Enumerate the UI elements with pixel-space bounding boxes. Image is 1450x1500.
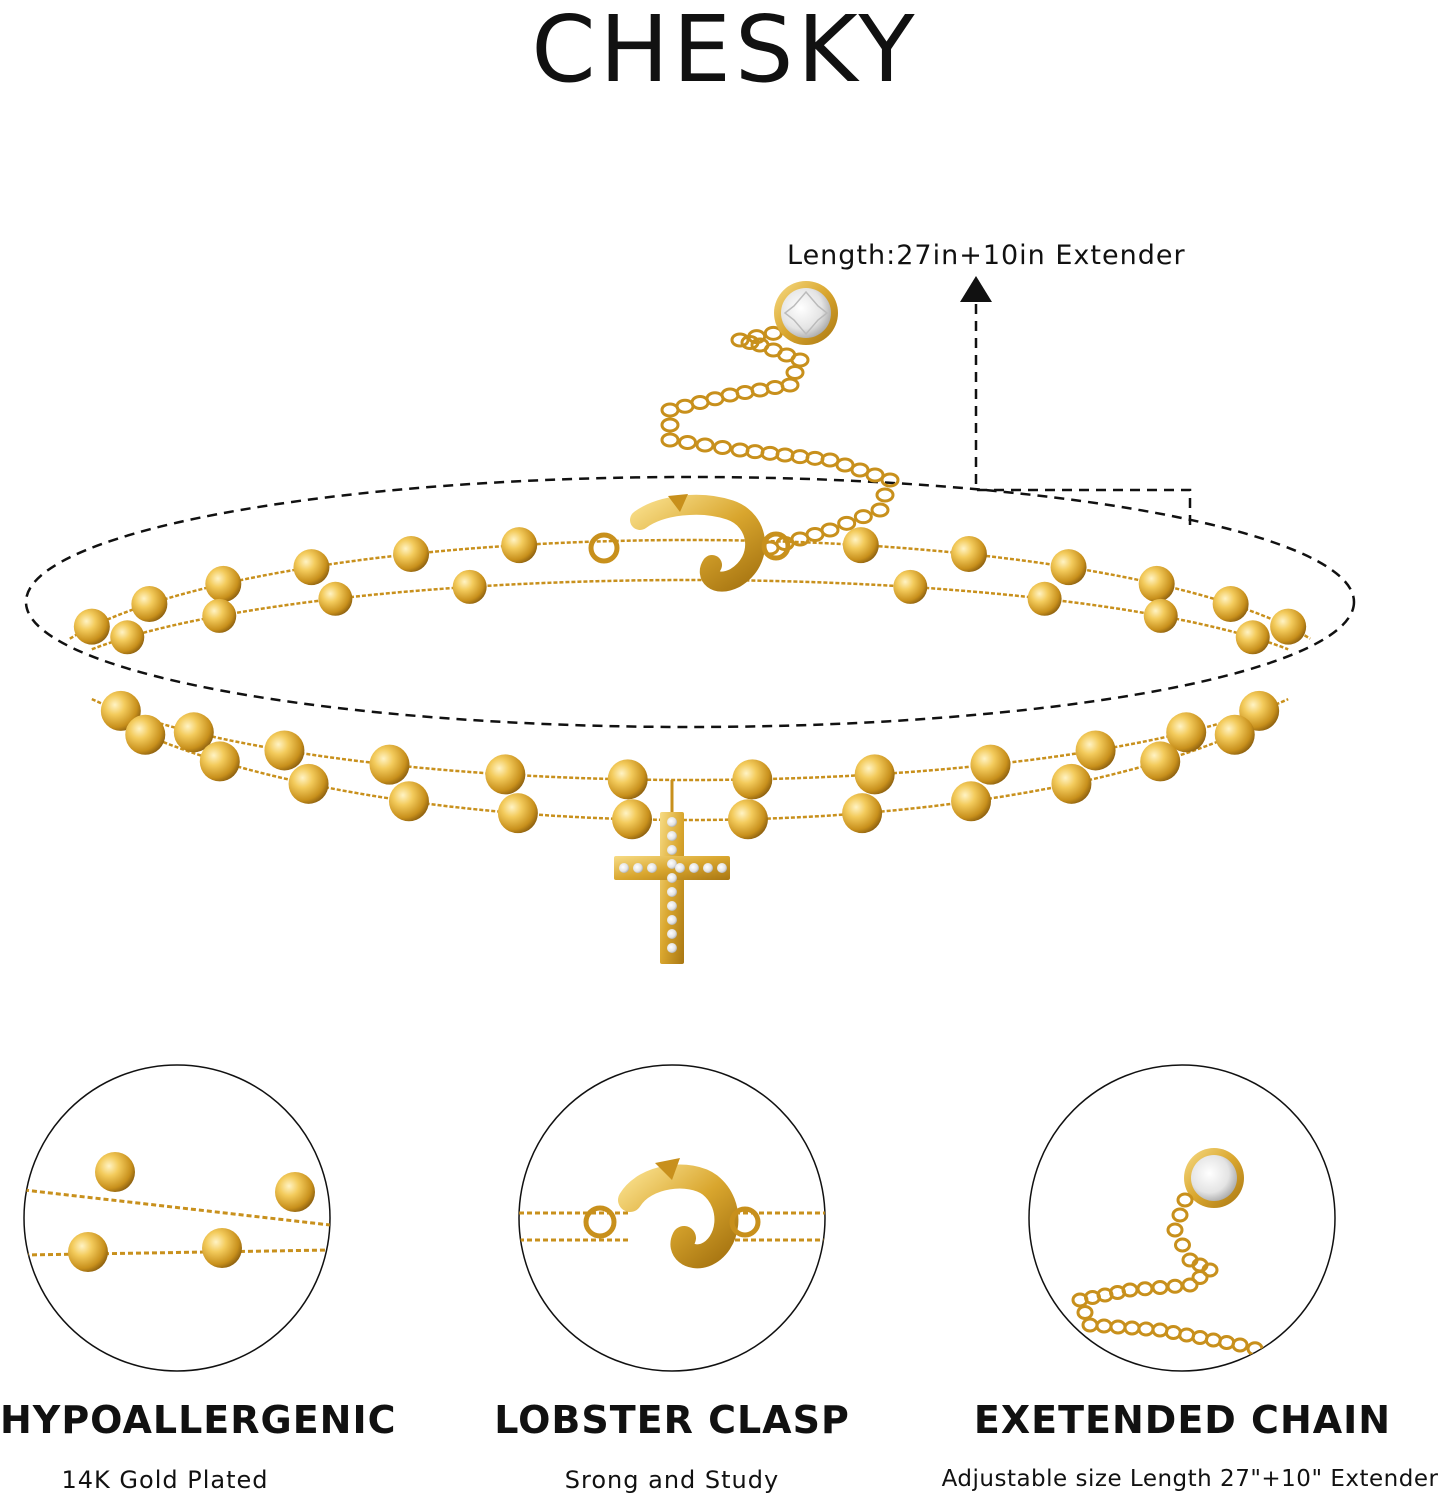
feature-title-extended-chain: EXETENDED CHAIN: [973, 1398, 1392, 1442]
cross-pendant-icon: [614, 780, 730, 964]
bracelet-chains: [69, 538, 1311, 822]
feature-title-lobster-clasp: LOBSTER CLASP: [494, 1398, 850, 1442]
brand-title: CHESKY: [531, 0, 919, 103]
lobster-clasp-icon: [588, 494, 791, 592]
dashed-guide: [24, 276, 1356, 729]
feature-subtitle-extended-chain: Adjustable size Length 27"+10" Extender: [941, 1466, 1439, 1492]
feature-circle-hypoallergenic: [23, 1064, 331, 1372]
feature-circle-extended-chain: [1028, 1064, 1336, 1372]
length-callout: Length:27in+10in Extender: [787, 240, 1186, 271]
feature-title-hypoallergenic: HYPOALLERGENIC: [0, 1398, 397, 1442]
gem-charm-icon: [774, 281, 838, 345]
feature-subtitle-lobster-clasp: Srong and Study: [564, 1466, 780, 1494]
bracelet-beads: [73, 527, 1307, 840]
feature-circle-lobster-clasp: [518, 1064, 826, 1372]
extender-chain: [660, 325, 900, 556]
feature-subtitle-hypoallergenic: 14K Gold Plated: [61, 1466, 269, 1494]
arrow-up-icon: [960, 276, 992, 302]
